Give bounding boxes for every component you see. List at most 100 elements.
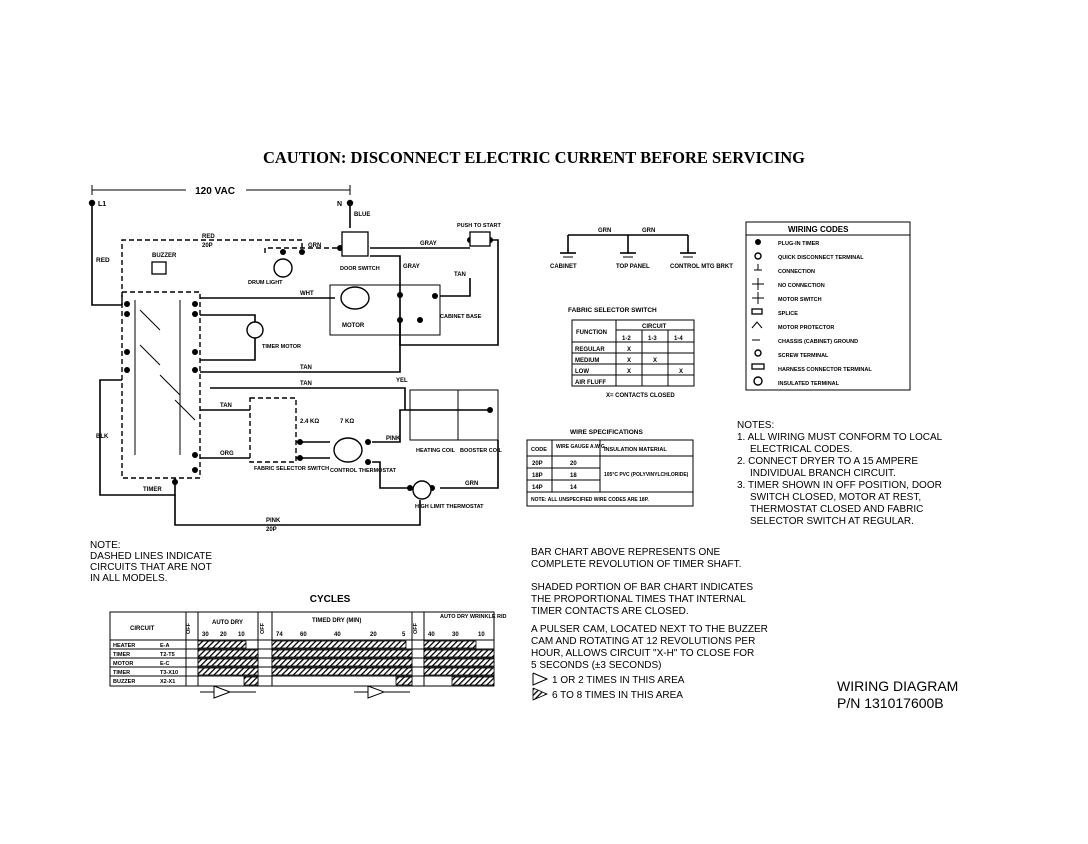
power-supply: 120 VAC L1 N bbox=[88, 184, 354, 208]
booster-coil-label: BOOSTER COIL bbox=[460, 448, 503, 454]
notes-block: NOTES: 1. ALL WIRING MUST CONFORM TO LOC… bbox=[737, 420, 943, 527]
l1-label: L1 bbox=[98, 201, 106, 208]
wiring-codes-legend: WIRING CODES PLUG-IN TIMER QUICK DISCONN… bbox=[745, 221, 911, 391]
svg-text:OFF: OFF bbox=[186, 622, 192, 634]
svg-text:40: 40 bbox=[334, 632, 341, 638]
svg-text:BLK: BLK bbox=[96, 434, 109, 440]
motor-symbol bbox=[340, 286, 370, 310]
svg-text:INDIVIDUAL BRANCH CIRCUIT.: INDIVIDUAL BRANCH CIRCUIT. bbox=[750, 468, 896, 479]
svg-text:3. TIMER SHOWN IN OFF POSITION: 3. TIMER SHOWN IN OFF POSITION, DOOR bbox=[737, 480, 942, 491]
svg-text:2. CONNECT DRYER TO A 15 AMPER: 2. CONNECT DRYER TO A 15 AMPERE bbox=[737, 456, 918, 467]
push-to-start-symbol bbox=[469, 231, 491, 247]
svg-text:PLUG-IN TIMER: PLUG-IN TIMER bbox=[778, 241, 819, 247]
footer-part-number: P/N 131017600B bbox=[837, 695, 944, 711]
svg-text:20: 20 bbox=[220, 632, 227, 638]
svg-text:20P: 20P bbox=[532, 461, 543, 467]
svg-text:WHT: WHT bbox=[300, 291, 314, 297]
svg-text:SELECTOR SWITCH AT REGULAR.: SELECTOR SWITCH AT REGULAR. bbox=[750, 516, 914, 527]
svg-text:OFF: OFF bbox=[413, 622, 419, 634]
dashed-lines-note: NOTE: DASHED LINES INDICATE CIRCUITS THA… bbox=[90, 540, 212, 584]
motor-label: MOTOR bbox=[342, 323, 365, 329]
timer-motor-symbol bbox=[246, 321, 264, 339]
svg-text:30: 30 bbox=[452, 632, 459, 638]
svg-text:1. ALL WIRING MUST CONFORM TO: 1. ALL WIRING MUST CONFORM TO LOCAL bbox=[737, 432, 943, 443]
svg-text:OFF: OFF bbox=[260, 622, 266, 634]
svg-text:14P: 14P bbox=[532, 485, 543, 491]
svg-text:MOTOR PROTECTOR: MOTOR PROTECTOR bbox=[778, 325, 834, 331]
svg-text:SPLICE: SPLICE bbox=[778, 311, 798, 317]
harness-connector-icon bbox=[751, 363, 765, 370]
supply-voltage-label: 120 VAC bbox=[195, 186, 235, 197]
wire-spec-table: WIRE SPECIFICATIONS CODE WIRE GAUGE A.W.… bbox=[526, 429, 694, 507]
svg-text:SCREW TERMINAL: SCREW TERMINAL bbox=[778, 353, 829, 359]
cabinet-base-label: CABINET BASE bbox=[440, 314, 482, 320]
svg-text:TIMED DRY (MIN): TIMED DRY (MIN) bbox=[312, 618, 361, 624]
svg-text:5 SECONDS (±3 SECONDS): 5 SECONDS (±3 SECONDS) bbox=[531, 660, 662, 671]
svg-text:X: X bbox=[653, 358, 657, 364]
svg-text:TAN: TAN bbox=[300, 365, 312, 371]
svg-text:X: X bbox=[679, 369, 683, 375]
legend-multi-pulse-icon bbox=[532, 687, 549, 701]
heating-coil-label: HEATING COIL bbox=[416, 448, 456, 454]
svg-text:10: 10 bbox=[478, 632, 485, 638]
svg-text:CIRCUIT: CIRCUIT bbox=[130, 626, 155, 632]
svg-text:CIRCUITS THAT ARE NOT: CIRCUITS THAT ARE NOT bbox=[90, 562, 212, 573]
wire-red-label: RED bbox=[96, 257, 110, 264]
n-label: N bbox=[337, 201, 342, 208]
svg-text:105°C PVC (POLYVINYLCHLORIDE): 105°C PVC (POLYVINYLCHLORIDE) bbox=[604, 472, 689, 478]
svg-text:20: 20 bbox=[370, 632, 377, 638]
door-switch-label: DOOR SWITCH bbox=[340, 266, 380, 272]
svg-text:MEDIUM: MEDIUM bbox=[575, 358, 599, 364]
svg-text:MOTOR SWITCH: MOTOR SWITCH bbox=[778, 297, 822, 303]
wire-blue-label: BLUE bbox=[354, 212, 370, 218]
svg-text:74: 74 bbox=[276, 632, 283, 638]
svg-text:6 TO 8 TIMES IN THIS AREA: 6 TO 8 TIMES IN THIS AREA bbox=[552, 690, 683, 701]
svg-text:BAR CHART ABOVE REPRESENTS ONE: BAR CHART ABOVE REPRESENTS ONE bbox=[531, 547, 720, 558]
svg-text:NOTE:: NOTE: bbox=[90, 540, 121, 551]
door-switch-symbol bbox=[341, 231, 369, 257]
svg-text:20P: 20P bbox=[266, 527, 277, 533]
notes-title: NOTES: bbox=[737, 420, 774, 431]
motor-protector-icon bbox=[751, 321, 763, 329]
svg-text:1-4: 1-4 bbox=[674, 336, 683, 342]
svg-text:PINK: PINK bbox=[266, 518, 281, 524]
svg-text:HOUR, ALLOWS CIRCUIT "X-H" TO: HOUR, ALLOWS CIRCUIT "X-H" TO CLOSE FOR bbox=[531, 648, 754, 659]
ground-connections: GRN GRN CABINET TOP PANEL CONTROL MTG BR… bbox=[550, 228, 733, 270]
svg-text:TOP PANEL: TOP PANEL bbox=[616, 264, 650, 270]
svg-text:ORG: ORG bbox=[220, 451, 234, 457]
svg-text:LOW: LOW bbox=[575, 369, 589, 375]
svg-text:GRN: GRN bbox=[308, 243, 321, 249]
svg-text:THERMOSTAT CLOSED AND FABRIC: THERMOSTAT CLOSED AND FABRIC bbox=[750, 504, 923, 515]
svg-text:SHADED PORTION OF BAR CHART IN: SHADED PORTION OF BAR CHART INDICATES bbox=[531, 582, 753, 593]
svg-text:TAN: TAN bbox=[220, 403, 232, 409]
cycles-chart: CYCLES CIRCUIT OFF OFF OFF AUTO DRY TIME… bbox=[109, 594, 507, 699]
svg-text:TIMER: TIMER bbox=[113, 652, 130, 658]
buzzer-symbol bbox=[151, 261, 167, 275]
svg-text:CABINET: CABINET bbox=[550, 264, 577, 270]
fabric-table-note: X= CONTACTS CLOSED bbox=[606, 393, 675, 399]
buzzer-label: BUZZER bbox=[152, 253, 177, 259]
svg-text:MOTOR: MOTOR bbox=[113, 661, 133, 667]
svg-text:30: 30 bbox=[202, 632, 209, 638]
svg-text:TAN: TAN bbox=[454, 272, 466, 278]
resistor-label: 2.4 KΩ bbox=[300, 419, 319, 425]
plug-in-timer-icon bbox=[755, 239, 761, 245]
insulated-terminal-icon bbox=[753, 376, 763, 386]
svg-text:HEATER: HEATER bbox=[113, 643, 135, 649]
footer-title: WIRING DIAGRAM bbox=[837, 678, 958, 694]
bar-chart-notes: BAR CHART ABOVE REPRESENTS ONE COMPLETE … bbox=[531, 547, 768, 701]
quick-disconnect-icon bbox=[754, 252, 762, 260]
svg-text:T2-T5: T2-T5 bbox=[160, 652, 175, 658]
push-to-start-label: PUSH TO START bbox=[457, 223, 501, 229]
svg-text:WIRE GAUGE A.W.G.: WIRE GAUGE A.W.G. bbox=[556, 444, 607, 450]
drum-light-label: DRUM LIGHT bbox=[248, 280, 283, 286]
svg-text:GRN: GRN bbox=[642, 228, 655, 234]
svg-text:TIMER: TIMER bbox=[113, 670, 130, 676]
svg-text:CONNECTION: CONNECTION bbox=[778, 269, 815, 275]
svg-text:TIMER CONTACTS ARE CLOSED.: TIMER CONTACTS ARE CLOSED. bbox=[531, 606, 689, 617]
svg-text:X: X bbox=[627, 358, 631, 364]
svg-text:A PULSER CAM, LOCATED NEXT TO: A PULSER CAM, LOCATED NEXT TO THE BUZZER bbox=[531, 624, 768, 635]
svg-text:ELECTRICAL CODES.: ELECTRICAL CODES. bbox=[750, 444, 852, 455]
svg-text:40: 40 bbox=[428, 632, 435, 638]
